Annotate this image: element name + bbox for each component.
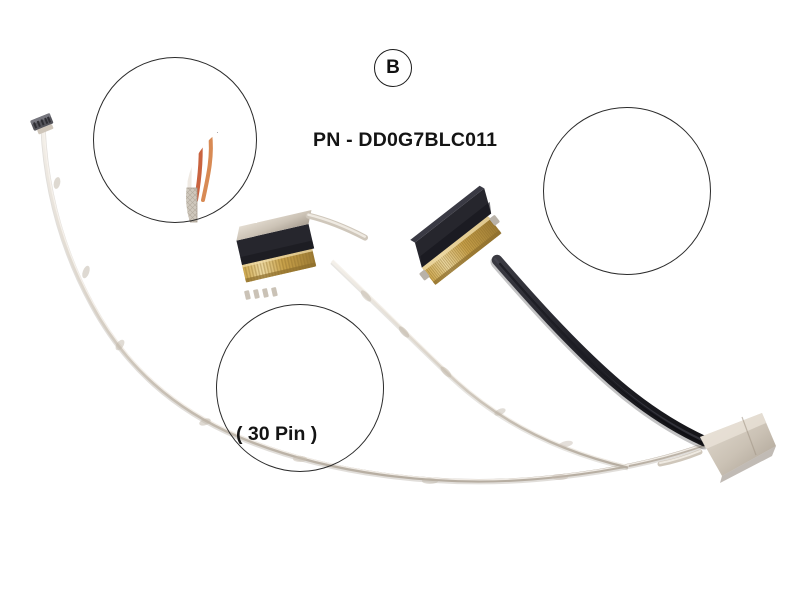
power-connector-callout-ring <box>93 57 257 223</box>
panel-side-connector <box>236 209 369 300</box>
tape-joint-bottom-right <box>657 413 776 483</box>
board-connector-callout-ring <box>543 107 711 275</box>
power-connector <box>30 113 54 135</box>
board-side-connector <box>410 185 502 286</box>
part-number-label: PN - DD0G7BLC011 <box>313 129 498 151</box>
black-flat-ribbon <box>490 254 711 450</box>
white-cable-mid-strand <box>330 259 630 471</box>
variant-badge: B <box>374 49 412 87</box>
pin-count-label: ( 30 Pin ) <box>236 423 318 445</box>
panel-connector-callout-ring <box>216 304 384 472</box>
